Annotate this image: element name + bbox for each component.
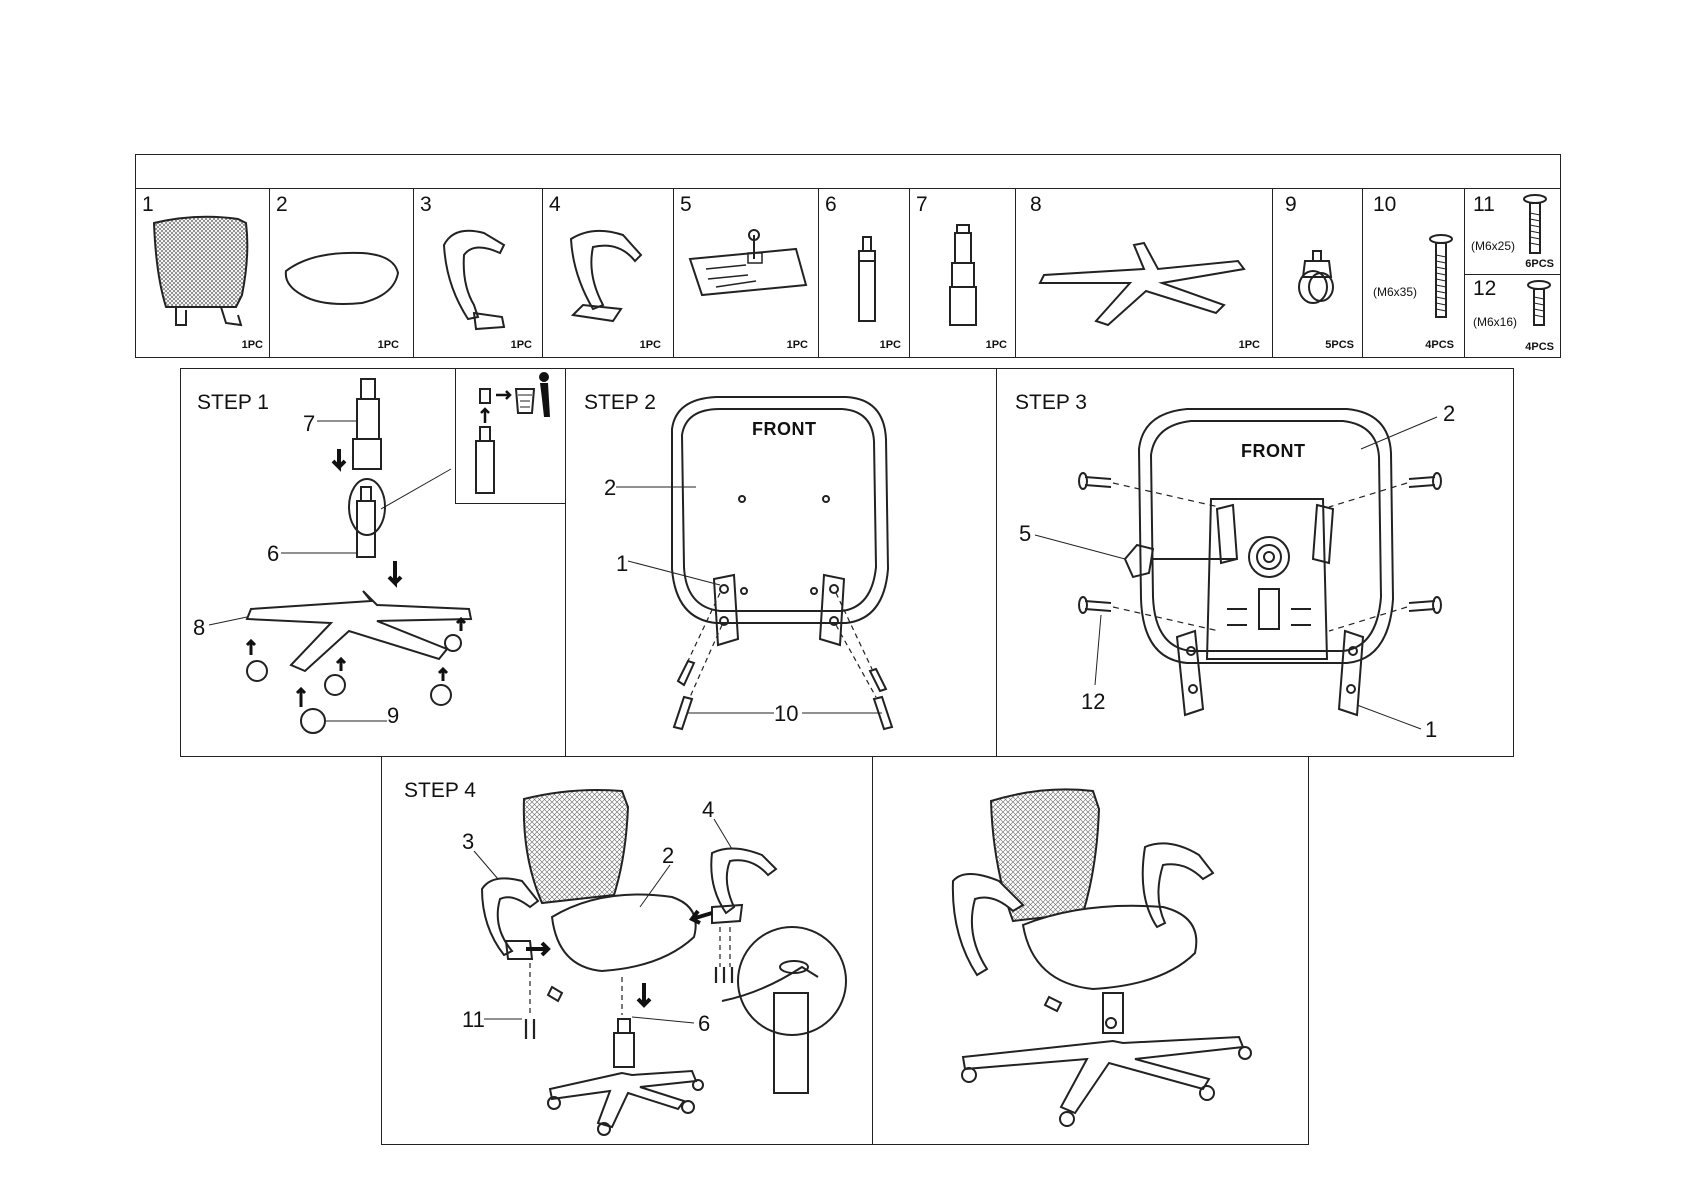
part-cell-2: 2 1PC xyxy=(269,188,414,358)
left-armrest-icon xyxy=(434,225,524,335)
part-quantity: 1PC xyxy=(879,339,901,351)
right-armrest-icon xyxy=(563,225,653,335)
step-4-panel: STEP 4 3 4 2 11 6 xyxy=(381,756,873,1145)
part-quantity: 1PC xyxy=(639,339,661,351)
callout-label: 9 xyxy=(387,703,400,728)
part-cell-10: 10 (M6x35) 4PCS xyxy=(1362,188,1465,358)
part-quantity: 1PC xyxy=(510,339,532,351)
finished-chair-panel xyxy=(872,756,1309,1145)
part-number: 11 xyxy=(1473,193,1495,216)
callout-label: 10 xyxy=(774,701,799,726)
part-number: 1 xyxy=(142,193,154,216)
step-1-illustration xyxy=(181,369,567,758)
step-2-panel: STEP 2 FRONT 2 1 10 xyxy=(565,368,997,757)
seat-cushion-icon xyxy=(282,249,402,309)
part-quantity: 1PC xyxy=(1238,339,1260,351)
discard-icon xyxy=(456,372,550,505)
part-cell-3: 3 1PC xyxy=(413,188,543,358)
part-cell-7: 7 1PC xyxy=(909,188,1016,358)
callout-label: 2 xyxy=(662,843,675,868)
part-quantity: 6PCS xyxy=(1525,258,1554,270)
callout-label: 1 xyxy=(1425,717,1438,742)
callout-label: 3 xyxy=(462,829,475,854)
finished-chair-illustration xyxy=(873,757,1310,1146)
callout-label: 7 xyxy=(303,411,316,436)
part-number: 7 xyxy=(916,193,928,216)
callout-label: 12 xyxy=(1081,689,1106,714)
part-quantity: 1PC xyxy=(786,339,808,351)
part-quantity: 1PC xyxy=(985,339,1007,351)
part-quantity: 4PCS xyxy=(1525,341,1554,353)
tilt-mechanism-icon xyxy=(686,229,810,309)
gas-lift-icon xyxy=(855,235,879,325)
part-number: 2 xyxy=(276,193,288,216)
part-cell-6: 6 1PC xyxy=(818,188,910,358)
part-number: 4 xyxy=(549,193,561,216)
bolt-icon xyxy=(1527,281,1551,327)
step-3-panel: STEP 3 FRONT 2 5 12 1 xyxy=(996,368,1514,757)
part-number: 6 xyxy=(825,193,837,216)
part-cell-8: 8 1PC xyxy=(1015,188,1273,358)
part-cell-1: 1 1PC xyxy=(135,188,270,358)
part-number: 12 xyxy=(1473,277,1497,300)
part-number: 8 xyxy=(1030,193,1042,216)
callout-label: 1 xyxy=(616,551,629,576)
front-label: FRONT xyxy=(752,419,817,439)
mesh-backrest-icon xyxy=(146,215,256,333)
callout-label: 6 xyxy=(267,541,280,566)
callout-label: 6 xyxy=(698,1011,711,1036)
step-title: STEP 2 xyxy=(584,391,656,414)
part-number: 10 xyxy=(1373,193,1397,216)
step-title: STEP 3 xyxy=(1015,391,1087,414)
callout-label: 11 xyxy=(462,1007,485,1032)
part-cell-4: 4 1PC xyxy=(542,188,674,358)
part-quantity: 4PCS xyxy=(1425,339,1454,351)
gas-lift-cover-icon xyxy=(948,223,978,327)
bolt-icon xyxy=(1523,195,1547,255)
parts-table-header xyxy=(135,154,1561,189)
step-title: STEP 4 xyxy=(404,779,476,802)
step-2-illustration xyxy=(566,369,998,758)
callout-label: 4 xyxy=(702,797,715,822)
star-base-icon xyxy=(1034,239,1254,329)
part-cell-12: 12 (M6x16) 4PCS xyxy=(1464,274,1561,358)
part-cell-11: 11 (M6x25) 6PCS xyxy=(1464,188,1561,275)
inset-discard-cover xyxy=(455,368,567,504)
part-cell-9: 9 5PCS xyxy=(1272,188,1363,358)
step-4-illustration xyxy=(382,757,874,1146)
part-cell-5: 5 1PC xyxy=(673,188,819,358)
callout-label: 5 xyxy=(1019,521,1032,546)
callout-label: 2 xyxy=(604,475,617,500)
callout-label: 2 xyxy=(1443,401,1456,426)
step-1-panel: STEP 1 7 6 8 9 xyxy=(180,368,567,758)
part-number: 3 xyxy=(420,193,432,216)
part-spec: (M6x25) xyxy=(1471,239,1516,253)
caster-icon xyxy=(1291,249,1341,309)
step-3-illustration xyxy=(997,369,1515,758)
part-number: 5 xyxy=(680,193,692,216)
part-number: 9 xyxy=(1285,193,1297,216)
part-quantity: 5PCS xyxy=(1325,339,1354,351)
part-quantity: 1PC xyxy=(377,339,399,351)
part-spec: (M6x16) xyxy=(1473,315,1518,329)
part-quantity: 1PC xyxy=(241,339,263,351)
front-label: FRONT xyxy=(1241,441,1306,461)
bolt-icon xyxy=(1429,235,1453,319)
callout-label: 8 xyxy=(193,615,206,640)
part-spec: (M6x35) xyxy=(1373,285,1418,299)
step-title: STEP 1 xyxy=(197,391,269,414)
